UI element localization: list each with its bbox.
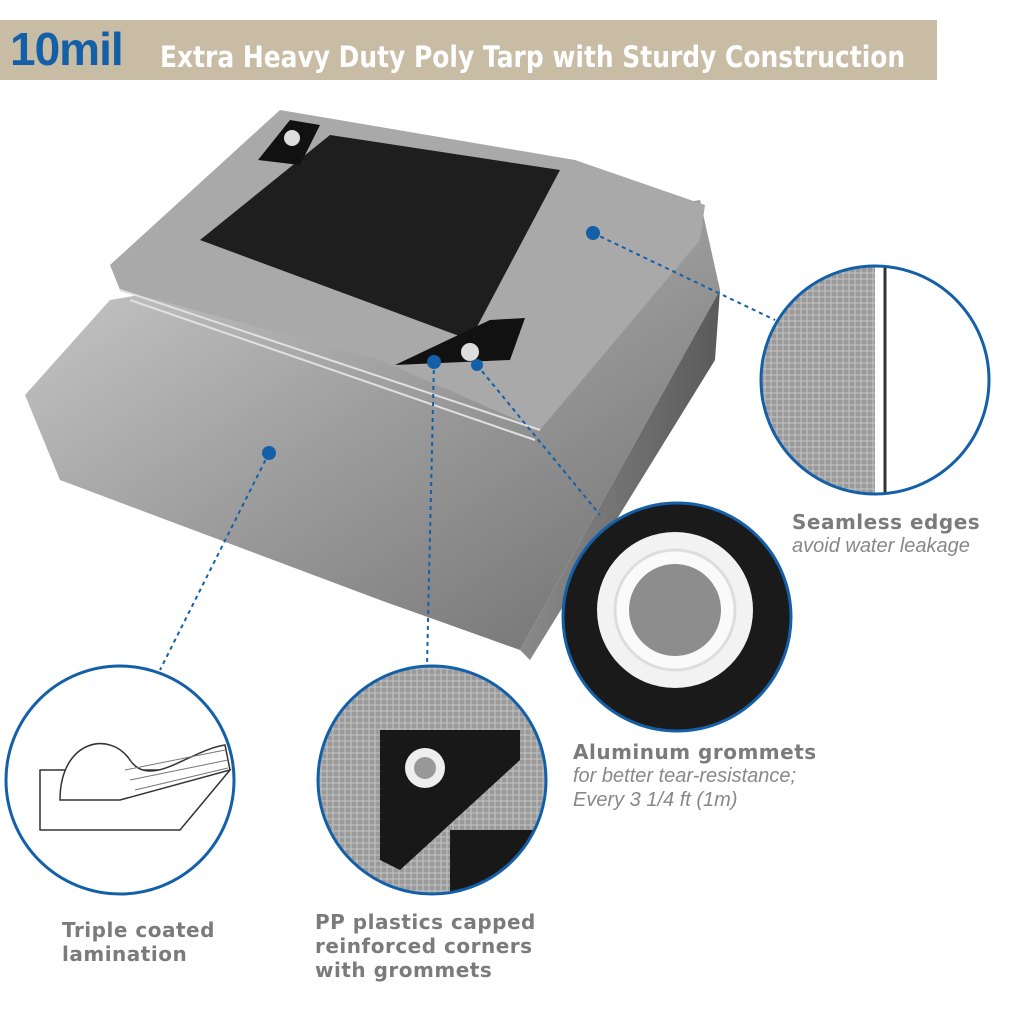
grommet-icon: [284, 130, 300, 146]
feature-title: Aluminum grommets: [573, 740, 817, 764]
header-banner: [0, 20, 937, 80]
feature-pp-corners: PP plastics capped reinforced corners wi…: [315, 910, 536, 982]
feature-desc: avoid water leakage: [792, 535, 970, 557]
feature-title: Triple coated: [62, 918, 215, 942]
feature-title: with grommets: [315, 958, 493, 982]
feature-title: reinforced corners: [315, 934, 533, 958]
folded-tarp: [25, 110, 720, 660]
black-underside: [200, 135, 560, 340]
feature-desc: for better tear-resistance;: [573, 765, 797, 787]
feature-triple-coated: Triple coated lamination: [62, 918, 215, 966]
lamination-detail-circle: [4, 664, 236, 896]
grommet-icon: [461, 343, 479, 361]
feature-desc: Every 3 1/4 ft (1m): [573, 789, 738, 811]
feature-title: lamination: [62, 942, 188, 966]
feature-title: PP plastics capped: [315, 910, 536, 934]
corner-detail-circle: [319, 667, 545, 893]
feature-aluminum-grommets: Aluminum grommets for better tear-resist…: [573, 740, 817, 812]
feature-seamless-edges: Seamless edges avoid water leakage: [792, 510, 980, 558]
seam-detail-circle: [762, 267, 988, 493]
feature-title: Seamless edges: [792, 510, 981, 534]
product-headline: Extra Heavy Duty Poly Tarp with Sturdy C…: [160, 40, 906, 74]
thickness-label: 10mil: [10, 23, 124, 75]
callout-lines: [159, 232, 776, 671]
callout-dots: [262, 226, 600, 460]
grommet-detail-circle: [564, 504, 790, 730]
